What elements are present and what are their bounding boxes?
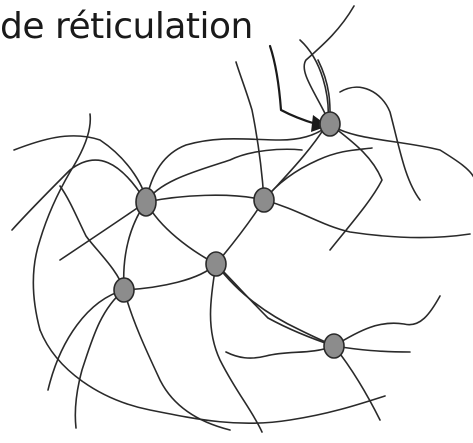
crosslink-node [205,251,227,277]
polymer-chain [263,147,373,201]
label-arrow [268,44,328,132]
polymer-chain [339,86,421,201]
polymer-chain [59,185,125,291]
polymer-chain [122,201,231,431]
polymer-chain [32,113,92,331]
crosslink-node [323,333,345,359]
polymer-chain [225,345,335,359]
polymer-chains [11,5,473,433]
crosslink-nodes [113,111,345,359]
polymer-chain [215,263,381,421]
crosslink-point-label: de réticulation [0,6,253,47]
polymer-chain [59,123,331,261]
polymer-chain [145,201,411,353]
polymer-chain [235,61,265,201]
polymer-chain [11,159,471,239]
polymer-chain [39,329,386,425]
polymer-chain [209,263,263,433]
polymer-chain [333,295,441,347]
crosslink-node [319,111,341,137]
crosslink-node [113,277,135,303]
crosslink-node [135,187,157,217]
polymer-chain [74,289,125,429]
polymer-chain [47,39,330,391]
crosslink-node [253,187,275,213]
polymer-chain [329,123,473,178]
